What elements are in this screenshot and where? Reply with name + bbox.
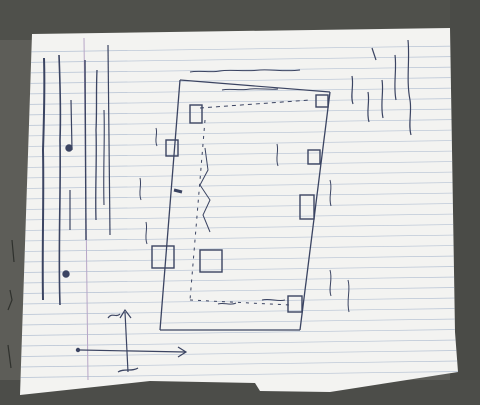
- ruled-line: [20, 66, 458, 74]
- ruled-line: [20, 213, 458, 221]
- left-note-column: [41, 44, 111, 306]
- ruled-line: [20, 329, 458, 336]
- ruled-line: [20, 245, 458, 252]
- ruled-line: [20, 339, 458, 347]
- ruled-line: [20, 171, 458, 179]
- ruled-line: [20, 224, 458, 231]
- ruled-line: [20, 266, 458, 273]
- ruled-line: [20, 182, 458, 189]
- ruled-line: [20, 308, 458, 315]
- sketch: [41, 39, 412, 373]
- ruled-lines: [20, 45, 458, 378]
- ruled-line: [20, 87, 458, 95]
- ruled-line: [20, 161, 458, 168]
- ruled-line: [20, 150, 458, 158]
- background-marks: [7, 239, 15, 369]
- ruled-line: [20, 192, 458, 200]
- ruled-line: [20, 77, 458, 84]
- ruled-line: [20, 140, 458, 147]
- ruled-line: [20, 297, 458, 305]
- ruled-line: [20, 108, 458, 116]
- top-right-notes: [351, 39, 412, 136]
- ruled-line: [20, 234, 458, 242]
- ruled-line: [20, 255, 458, 263]
- ruled-line: [20, 98, 458, 105]
- ruled-line: [20, 350, 458, 357]
- ruled-line: [20, 129, 458, 137]
- diagram-annotations: [139, 69, 350, 313]
- axis-sketch: [75, 308, 188, 373]
- ruled-line: [20, 56, 458, 63]
- ruled-line: [20, 371, 458, 378]
- ruled-line: [20, 276, 458, 284]
- ruled-line: [20, 203, 458, 210]
- ruled-line: [20, 287, 458, 294]
- ruled-line: [20, 360, 458, 368]
- ruled-line: [20, 45, 458, 53]
- ruled-line: [20, 318, 458, 326]
- track-diagram: [151, 79, 331, 331]
- ruled-line: [20, 119, 458, 126]
